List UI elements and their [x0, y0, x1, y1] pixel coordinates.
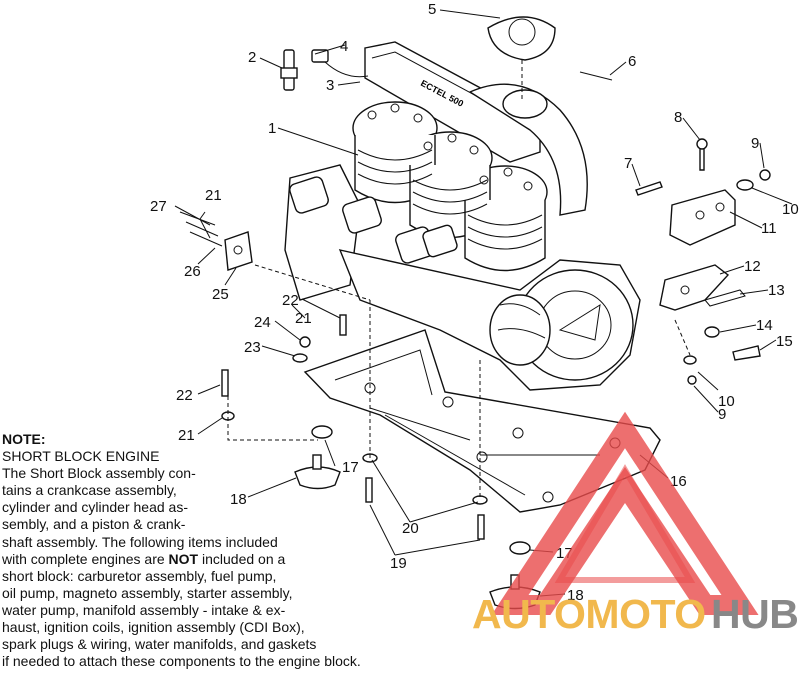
note-line-emphasis: with complete engines are NOT included o… — [2, 551, 422, 568]
callout-10a: 10 — [782, 201, 799, 218]
brackets — [224, 189, 736, 311]
callout-11: 11 — [761, 220, 777, 237]
callout-15: 15 — [776, 333, 793, 350]
note-line: short block: carburetor assembly, fuel p… — [2, 567, 277, 584]
note-line-prefix: with complete engines are — [2, 550, 169, 567]
callout-14: 14 — [756, 317, 773, 334]
callout-9b: 9 — [718, 406, 726, 423]
callout-2: 2 — [248, 49, 256, 66]
callout-18b: 18 — [567, 587, 584, 604]
callout-25: 25 — [212, 286, 229, 303]
note-emphasis: NOT — [168, 550, 199, 567]
note-line: SHORT BLOCK ENGINE — [2, 448, 160, 465]
note-title: NOTE: — [2, 431, 46, 447]
callout-10b: 10 — [718, 393, 735, 410]
callout-7: 7 — [624, 155, 632, 172]
callout-1: 1 — [268, 120, 276, 137]
callout-24: 24 — [254, 314, 271, 331]
callout-3: 3 — [326, 77, 334, 94]
note-line: shaft assembly. The following items incl… — [2, 533, 278, 550]
callout-17b: 17 — [556, 545, 573, 562]
callout-9a: 9 — [751, 135, 759, 152]
callout-5: 5 — [428, 1, 436, 18]
callout-16: 16 — [670, 473, 687, 490]
callout-21a: 21 — [205, 187, 222, 204]
note-line: sembly, and a piston & crank- — [2, 516, 186, 533]
note-line-suffix: included on a — [198, 550, 286, 567]
callout-6: 6 — [628, 53, 636, 70]
note-line: oil pump, magneto assembly, starter asse… — [2, 584, 293, 601]
callout-21c: 21 — [178, 427, 195, 444]
callout-22b: 22 — [176, 387, 193, 404]
short-block-note: NOTE: SHORT BLOCK ENGINE The Short Block… — [2, 431, 422, 670]
note-line: tains a crankcase assembly, — [2, 482, 177, 499]
callout-8: 8 — [674, 109, 682, 126]
callout-27: 27 — [150, 198, 167, 215]
callout-21b: 21 — [295, 310, 312, 327]
callout-numbers: 5 2 4 3 6 1 8 7 9 10 11 12 13 14 15 10 9… — [150, 1, 799, 604]
engine-block: ECTEL 500 — [284, 41, 641, 391]
callout-4: 4 — [340, 38, 348, 55]
callout-17a: 17 — [342, 459, 359, 476]
callout-26: 26 — [184, 263, 201, 280]
callout-23: 23 — [244, 339, 261, 356]
callout-19: 19 — [390, 555, 407, 572]
callout-13: 13 — [768, 282, 785, 299]
note-line: cylinder and cylinder head as- — [2, 499, 188, 516]
callout-20: 20 — [402, 520, 419, 537]
callout-12: 12 — [744, 258, 761, 275]
alignment-lines — [227, 60, 691, 500]
note-line: haust, ignition coils, ignition assembly… — [2, 619, 305, 636]
note-line: The Short Block assembly con- — [2, 465, 196, 482]
callout-22a: 22 — [282, 292, 299, 309]
leader-lines — [174, 9, 793, 597]
note-line: if needed to attach these components to … — [2, 653, 361, 670]
note-line: spark plugs & wiring, water manifolds, a… — [2, 636, 317, 653]
note-line: water pump, manifold assembly - intake &… — [2, 601, 286, 618]
callout-18a: 18 — [230, 491, 247, 508]
